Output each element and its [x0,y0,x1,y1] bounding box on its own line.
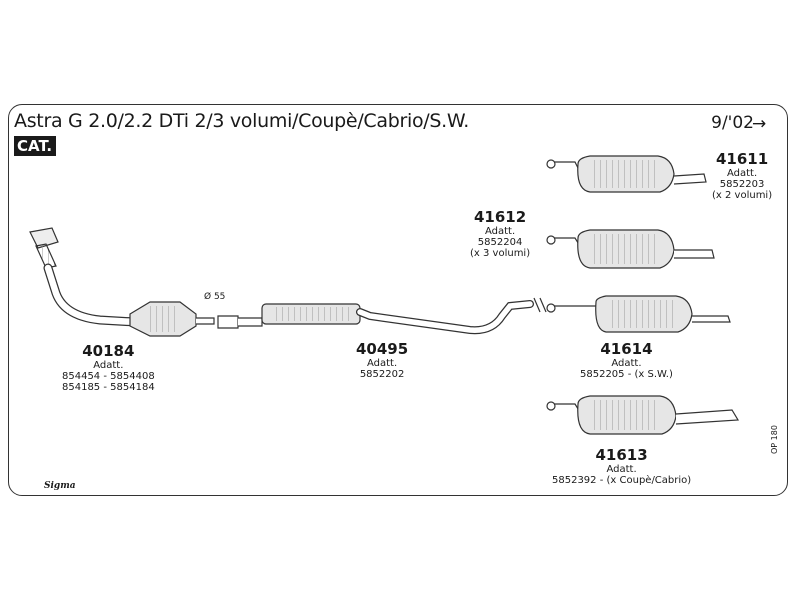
part-ref: 5852203 [719,179,765,190]
model-date: 9/'02 [711,113,754,133]
label-40184: 40184 Adatt. 854454 - 5854408 854185 - 5… [62,342,155,393]
part-code: 41611 [715,150,769,168]
part-adapt: Adatt. [367,358,398,369]
label-41612: 41612 Adatt. 5852204 (x 3 volumi) [470,208,530,259]
part-ref: 854454 - 5854408 [62,371,155,382]
part-code: 40495 [356,340,409,358]
arrow-right-icon: → [752,114,767,134]
part-ref: 5852202 [359,369,405,380]
label-40495: 40495 Adatt. 5852202 [356,340,408,380]
page-title: Astra G 2.0/2.2 DTi 2/3 volumi/Coupè/Cab… [14,110,469,132]
label-41614: 41614 Adatt. 5852205 - (x S.W.) [580,340,673,380]
part-41611-rear-muffler[interactable] [546,155,707,193]
part-41614-rear-muffler[interactable] [546,295,731,333]
brand-logo: Sigma [44,481,76,491]
part-note: (x 2 volumi) [712,190,773,201]
pipe-diameter-label: Ø 55 [204,292,226,302]
part-code: 41613 [595,446,648,464]
cat-badge: CAT. [14,136,57,156]
label-41611: 41611 Adatt. 5852203 (x 2 volumi) [712,150,772,201]
sheet-code: OP 180 [770,425,779,454]
part-41612-rear-muffler[interactable] [546,229,715,269]
part-adapt: Adatt. [611,358,642,369]
part-code: 41612 [473,208,527,226]
part-ref: 5852205 - (x S.W.) [580,369,673,380]
part-adapt: Adatt. [484,226,516,237]
part-ref: 854185 - 5854184 [62,382,155,393]
part-note: (x 3 volumi) [470,248,531,259]
part-40184-front-pipe-catalyst[interactable] [29,227,215,337]
part-code: 40184 [82,342,135,360]
part-ref: 5852392 - (x Coupè/Cabrio) [552,475,692,486]
part-adapt: Adatt. [726,168,758,179]
part-code: 41614 [600,340,653,358]
part-adapt: Adatt. [93,360,124,371]
part-adapt: Adatt. [606,464,637,475]
label-41613: 41613 Adatt. 5852392 - (x Coupè/Cabrio) [552,446,691,486]
part-40495-center-pipe-muffler[interactable] [217,297,547,335]
part-41613-rear-muffler[interactable] [546,395,740,435]
part-ref: 5852204 [477,237,523,248]
